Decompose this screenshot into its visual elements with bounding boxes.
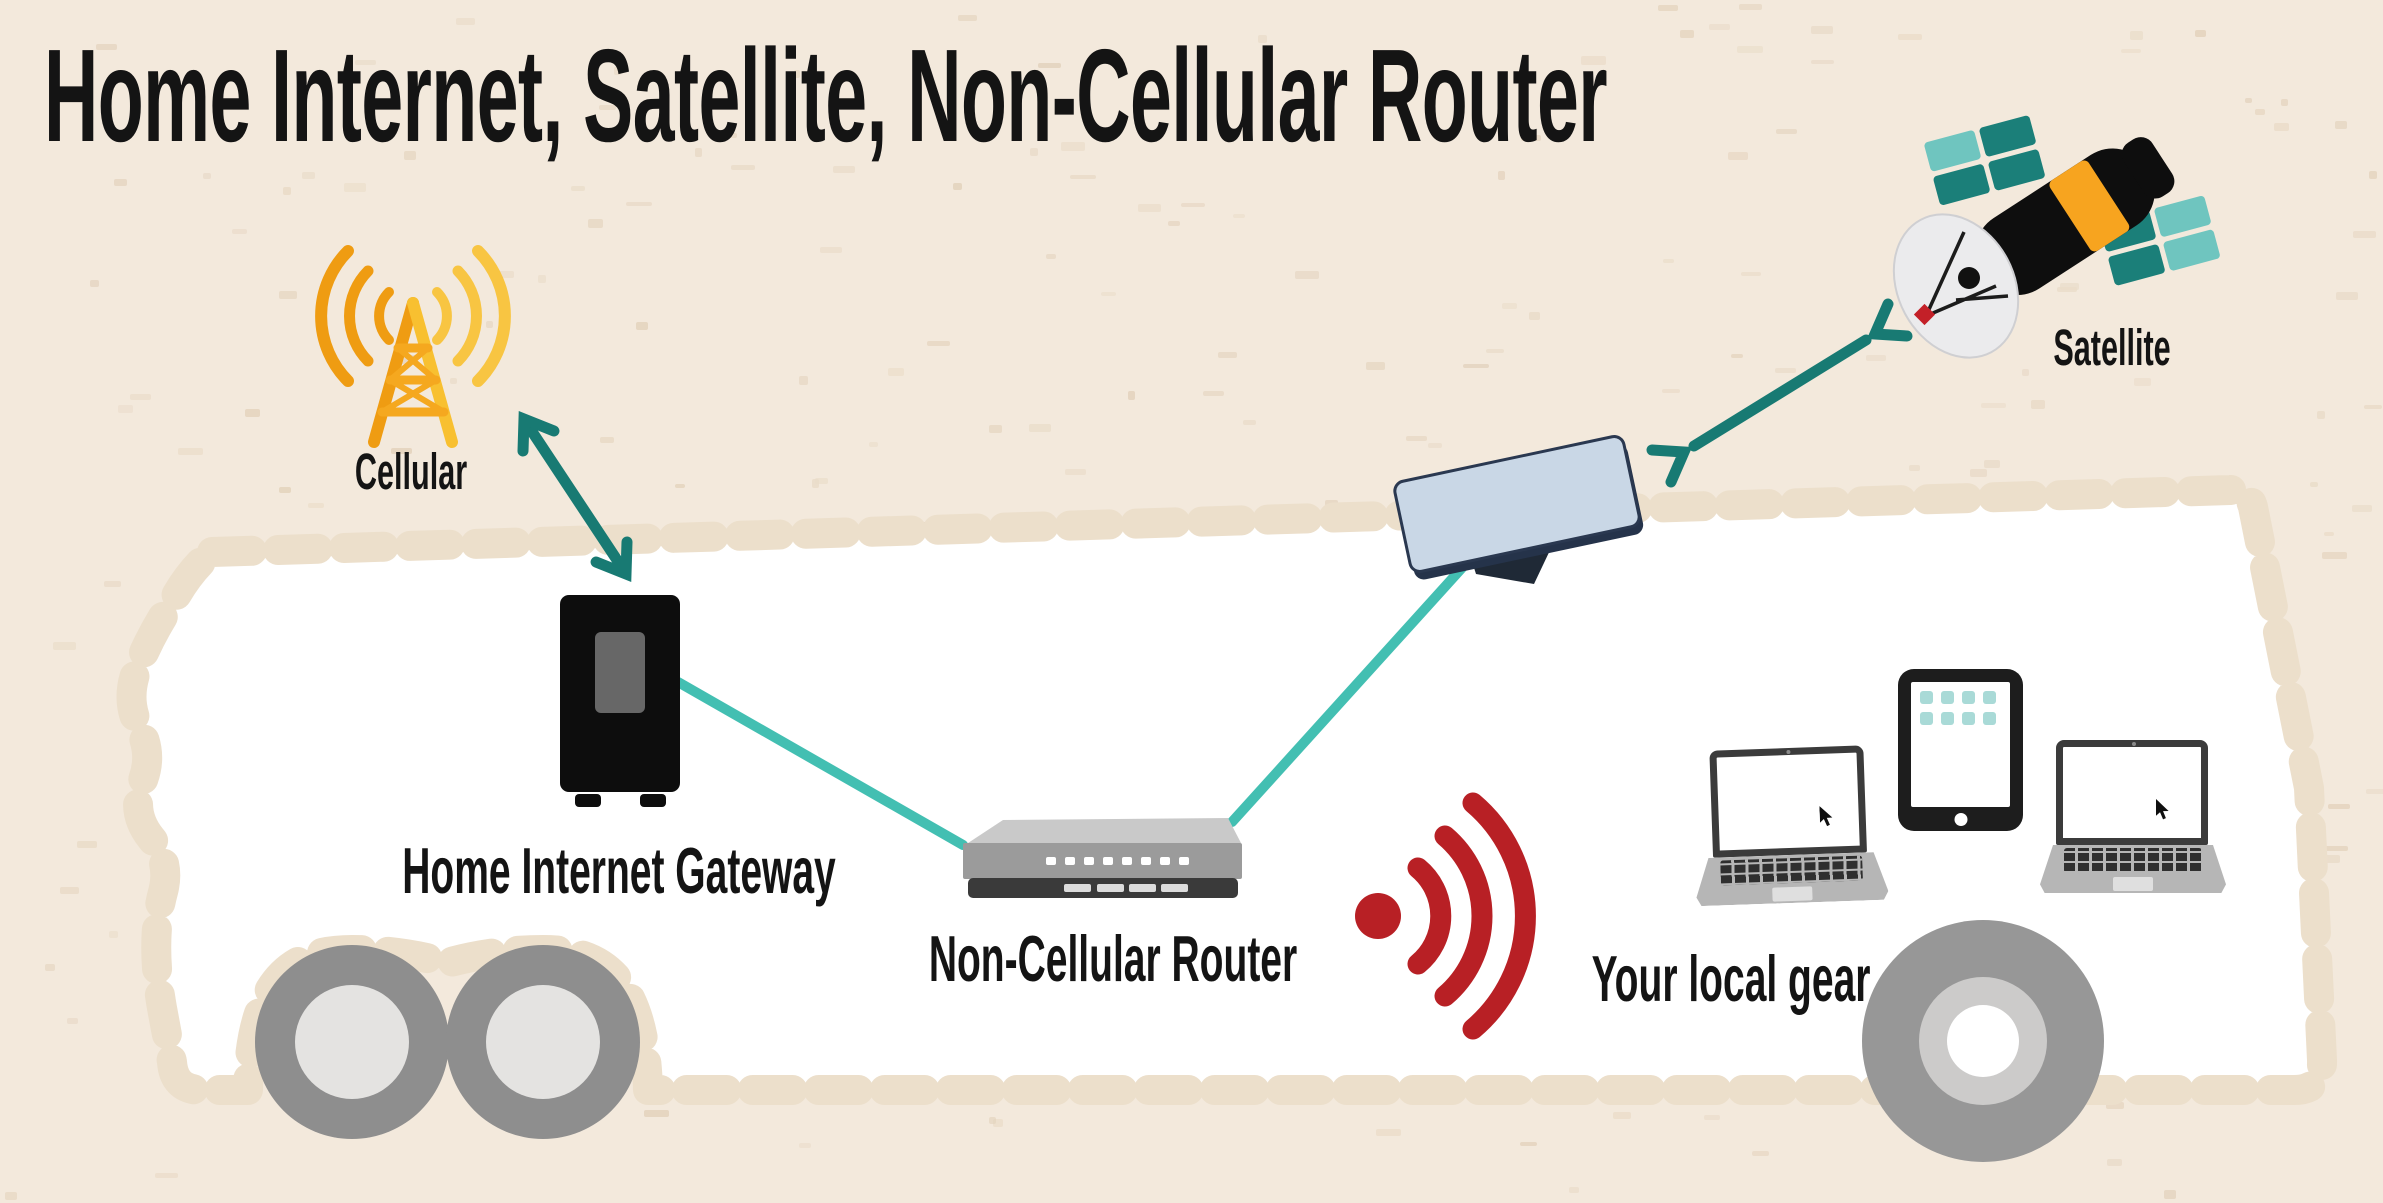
keyboard-icon [1720, 856, 1863, 886]
laptop-base [2040, 845, 2226, 893]
wifi-signal-icon [1355, 792, 1536, 1040]
laptop-base [1695, 852, 1889, 907]
rv-wheel [446, 945, 640, 1139]
home-button-icon [1954, 813, 1967, 826]
laptop-icon [2040, 740, 2226, 893]
rv-wheel [255, 945, 449, 1139]
rv-wheel [1862, 920, 2104, 1162]
cellular-label: Cellular [354, 443, 468, 500]
cellular-tower-icon [315, 245, 511, 448]
local-gear-label: Your local gear [1591, 942, 1871, 1015]
touchpad-icon [1772, 886, 1812, 901]
satellite-icon [1892, 115, 2220, 359]
app-grid-icon [1920, 691, 2016, 725]
cursor-icon [1819, 805, 1835, 827]
dish-satellite-arrow [1646, 298, 1913, 488]
touchpad-icon [2113, 876, 2153, 891]
satellite-label: Satellite [2053, 319, 2171, 376]
gateway-box-icon [560, 595, 680, 807]
dish-router-line [1227, 543, 1485, 827]
flat-satellite-dish-icon [1393, 435, 1644, 584]
router-icon [963, 818, 1242, 898]
cellular-gateway-arrow [517, 410, 633, 583]
keyboard-icon [2064, 848, 2202, 874]
gateway-label: Home Internet Gateway [402, 834, 836, 907]
gateway-router-line [673, 677, 968, 850]
webcam-icon [2132, 742, 2136, 746]
laptop-screen [2056, 740, 2208, 845]
page-title: Home Internet, Satellite, Non-Cellular R… [44, 22, 1608, 169]
laptop-icon [1691, 745, 1888, 907]
tablet-icon [1898, 669, 2023, 831]
router-label: Non-Cellular Router [928, 922, 1298, 995]
tablet-screen [1911, 682, 2010, 807]
laptop-screen [1709, 745, 1867, 858]
cursor-icon [2156, 799, 2169, 820]
webcam-icon [1786, 749, 1791, 755]
